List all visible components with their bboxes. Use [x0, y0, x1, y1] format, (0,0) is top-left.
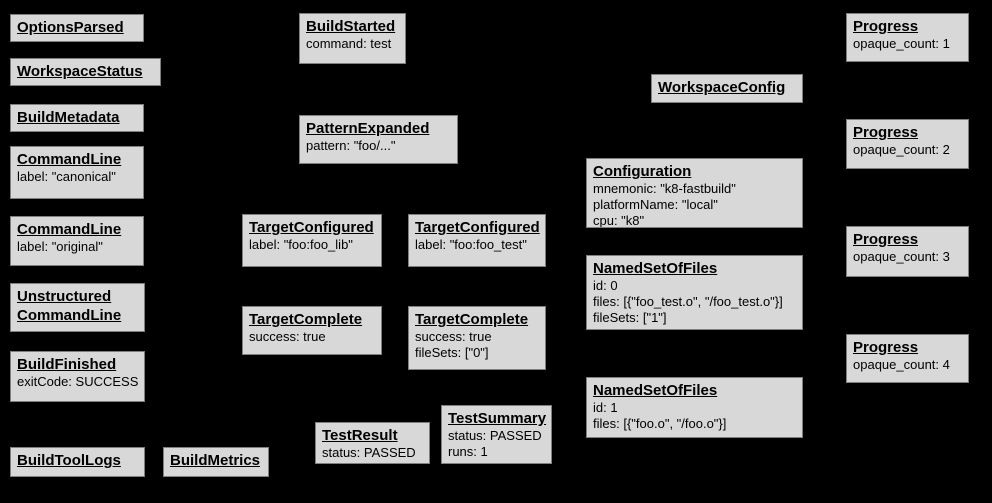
node-field: opaque_count: 4	[853, 357, 950, 372]
node-field: success: true	[249, 329, 326, 344]
event-node-command-line-canonical: CommandLine label: "canonical"	[10, 146, 144, 199]
event-node-command-line-original: CommandLine label: "original"	[10, 216, 144, 266]
event-node-unstructured-command-line: Unstructured CommandLine	[10, 283, 145, 332]
node-field: label: "foo:foo_lib"	[249, 237, 353, 252]
event-node-build-tool-logs: BuildToolLogs	[10, 447, 145, 477]
event-node-target-complete-foo-lib: TargetComplete success: true	[242, 306, 382, 355]
node-title: CommandLine	[17, 151, 122, 168]
node-field: runs: 1	[448, 444, 488, 459]
event-node-named-set-of-files-0: NamedSetOfFiles id: 0 files: [{"foo_test…	[586, 255, 803, 330]
node-title: BuildStarted	[306, 18, 396, 35]
node-field: id: 1	[593, 400, 618, 415]
node-field: pattern: "foo/..."	[306, 138, 396, 153]
event-node-options-parsed: OptionsParsed	[10, 14, 144, 42]
node-field: fileSets: ["1"]	[593, 310, 667, 325]
event-node-progress-2: Progress opaque_count: 2	[846, 119, 969, 169]
node-title: NamedSetOfFiles	[593, 382, 718, 399]
node-title: TargetComplete	[415, 311, 529, 328]
node-title: WorkspaceConfig	[658, 79, 786, 96]
event-node-pattern-expanded: PatternExpanded pattern: "foo/..."	[299, 115, 458, 164]
node-title: BuildToolLogs	[17, 452, 121, 469]
node-title: WorkspaceStatus	[17, 63, 143, 80]
event-node-build-metrics: BuildMetrics	[163, 447, 269, 477]
node-title: TargetConfigured	[415, 219, 540, 236]
node-field: opaque_count: 3	[853, 249, 950, 264]
event-node-target-complete-foo-test: TargetComplete success: true fileSets: […	[408, 306, 546, 370]
node-title: OptionsParsed	[17, 19, 124, 36]
node-field: label: "foo:foo_test"	[415, 237, 527, 252]
node-title: Progress	[853, 231, 919, 248]
node-title: TestSummary	[448, 410, 547, 427]
node-field: success: true	[415, 329, 492, 344]
node-field: opaque_count: 1	[853, 36, 950, 51]
node-field: label: "canonical"	[17, 169, 116, 184]
event-node-progress-1: Progress opaque_count: 1	[846, 13, 969, 62]
event-node-build-started: BuildStarted command: test	[299, 13, 406, 64]
node-field: platformName: "local"	[593, 197, 718, 212]
node-field: mnemonic: "k8-fastbuild"	[593, 181, 736, 196]
node-title: Progress	[853, 124, 919, 141]
event-node-progress-4: Progress opaque_count: 4	[846, 334, 969, 383]
node-field: files: [{"foo.o", "/foo.o"}]	[593, 416, 727, 431]
event-node-configuration: Configuration mnemonic: "k8-fastbuild" p…	[586, 158, 803, 228]
event-node-target-configured-foo-test: TargetConfigured label: "foo:foo_test"	[408, 214, 546, 267]
node-title: CommandLine	[17, 221, 122, 238]
event-node-test-summary: TestSummary status: PASSED runs: 1	[441, 405, 552, 464]
node-title: BuildMetrics	[170, 452, 261, 469]
node-title: Progress	[853, 18, 919, 35]
node-field: id: 0	[593, 278, 618, 293]
event-node-named-set-of-files-1: NamedSetOfFiles id: 1 files: [{"foo.o", …	[586, 377, 803, 438]
node-field: status: PASSED	[448, 428, 542, 443]
node-title: Configuration	[593, 163, 692, 180]
node-title: BuildMetadata	[17, 109, 120, 126]
event-node-progress-3: Progress opaque_count: 3	[846, 226, 969, 277]
node-title: BuildFinished	[17, 356, 117, 373]
event-node-workspace-status: WorkspaceStatus	[10, 58, 161, 86]
node-field: opaque_count: 2	[853, 142, 950, 157]
node-field: exitCode: SUCCESS	[17, 374, 139, 389]
node-title: TestResult	[322, 427, 398, 444]
node-title: Unstructured CommandLine	[17, 288, 122, 324]
node-title: PatternExpanded	[306, 120, 430, 137]
node-field: command: test	[306, 36, 392, 51]
node-field: status: PASSED	[322, 445, 416, 460]
node-title: NamedSetOfFiles	[593, 260, 718, 277]
event-node-build-finished: BuildFinished exitCode: SUCCESS	[10, 351, 145, 402]
node-field: label: "original"	[17, 239, 103, 254]
event-node-test-result: TestResult status: PASSED	[315, 422, 430, 464]
event-node-workspace-config: WorkspaceConfig	[651, 74, 803, 103]
node-field: fileSets: ["0"]	[415, 345, 489, 360]
node-field: files: [{"foo_test.o", "/foo_test.o"}]	[593, 294, 783, 309]
event-node-target-configured-foo-lib: TargetConfigured label: "foo:foo_lib"	[242, 214, 382, 267]
node-title: Progress	[853, 339, 919, 356]
node-field: cpu: "k8"	[593, 213, 645, 228]
node-title: TargetConfigured	[249, 219, 374, 236]
node-title: TargetComplete	[249, 311, 363, 328]
event-node-build-metadata: BuildMetadata	[10, 104, 144, 132]
